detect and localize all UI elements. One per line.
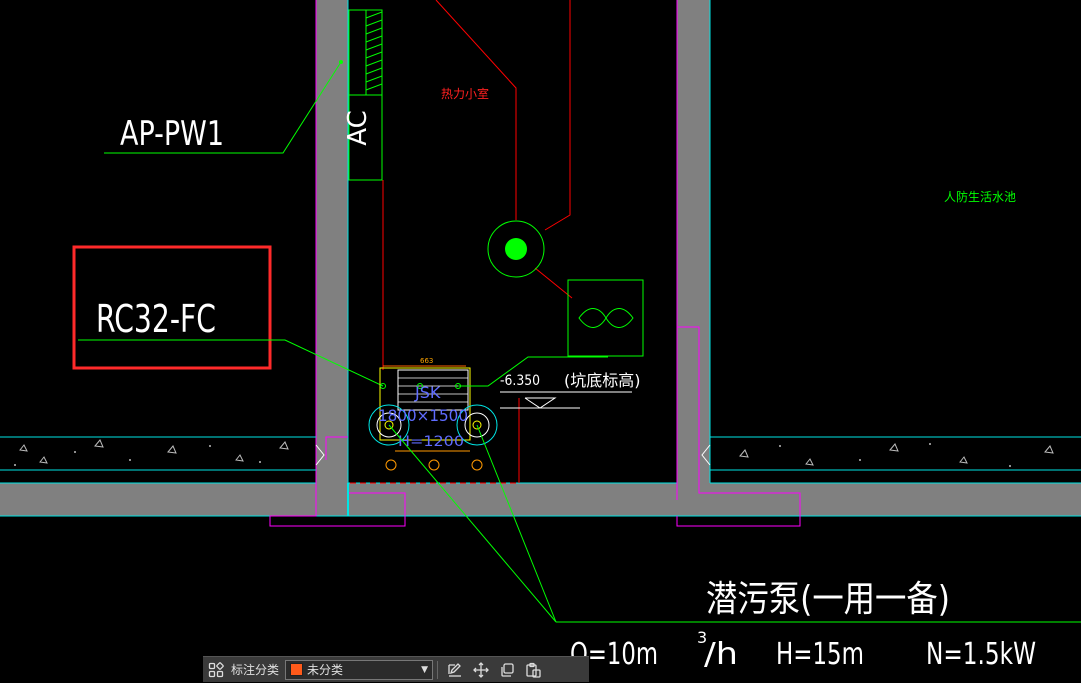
fan-symbol[interactable] <box>567 279 644 357</box>
pit-bottom-label: (坑底标高) <box>564 371 641 390</box>
pump-leaders <box>388 424 1081 623</box>
soil-layers <box>0 436 1081 471</box>
copy-icon[interactable] <box>494 657 520 683</box>
chevron-down-icon: ▼ <box>421 664 429 675</box>
drain-fixture[interactable] <box>487 220 545 278</box>
heat-room-label: 热力小室 <box>441 86 489 101</box>
ac-label: AC <box>343 110 373 145</box>
pump-head-label: H=15m <box>776 637 864 672</box>
category-label: 标注分类 <box>231 663 280 677</box>
ac-panel[interactable]: AC <box>343 9 383 181</box>
pump-flow-unit: /h <box>704 637 738 672</box>
civil-water-tank-label: 人防生活水池 <box>944 189 1016 204</box>
pump-flow-superscript: 3 <box>697 628 707 647</box>
annotation-toolbar: 标注分类 未分类 ▼ <box>203 656 589 682</box>
ap-pw1-annotation[interactable]: AP-PW1 <box>104 60 343 154</box>
red-pipe-lines <box>350 0 573 484</box>
pit-size-label: 1800×1500 <box>378 406 468 425</box>
category-value: 未分类 <box>307 663 344 677</box>
grid-icon[interactable] <box>203 657 229 683</box>
pump-title: 潜污泵(一用一备) <box>706 579 950 620</box>
rc32-fc-label: RC32-FC <box>96 297 216 341</box>
sump-pit[interactable]: 663 JSK 1800×1500 H=1200 <box>368 357 498 471</box>
ap-pw1-label: AP-PW1 <box>120 114 224 154</box>
pump-spec: 潜污泵(一用一备) Q=10m 3 /h H=15m N=1.5kW <box>570 579 1036 672</box>
pit-depth-label: H=1200 <box>398 434 464 450</box>
category-select[interactable]: 未分类 ▼ <box>285 659 434 680</box>
category-color-swatch <box>290 663 304 676</box>
highlight-box <box>72 245 272 370</box>
elevation-annotation[interactable]: -6.350 (坑底标高) <box>458 356 641 409</box>
jsk-label: JSK <box>414 383 441 402</box>
move-icon[interactable] <box>468 657 494 683</box>
rc32-fc-annotation[interactable]: RC32-FC <box>72 245 384 387</box>
edit-icon[interactable] <box>442 657 468 683</box>
pump-power-label: N=1.5kW <box>926 637 1036 672</box>
dim-663-label: 663 <box>420 357 433 365</box>
toolbar-divider <box>437 660 439 679</box>
walls <box>0 0 1081 527</box>
paste-icon[interactable] <box>520 657 546 683</box>
elevation-label: -6.350 <box>500 373 540 389</box>
